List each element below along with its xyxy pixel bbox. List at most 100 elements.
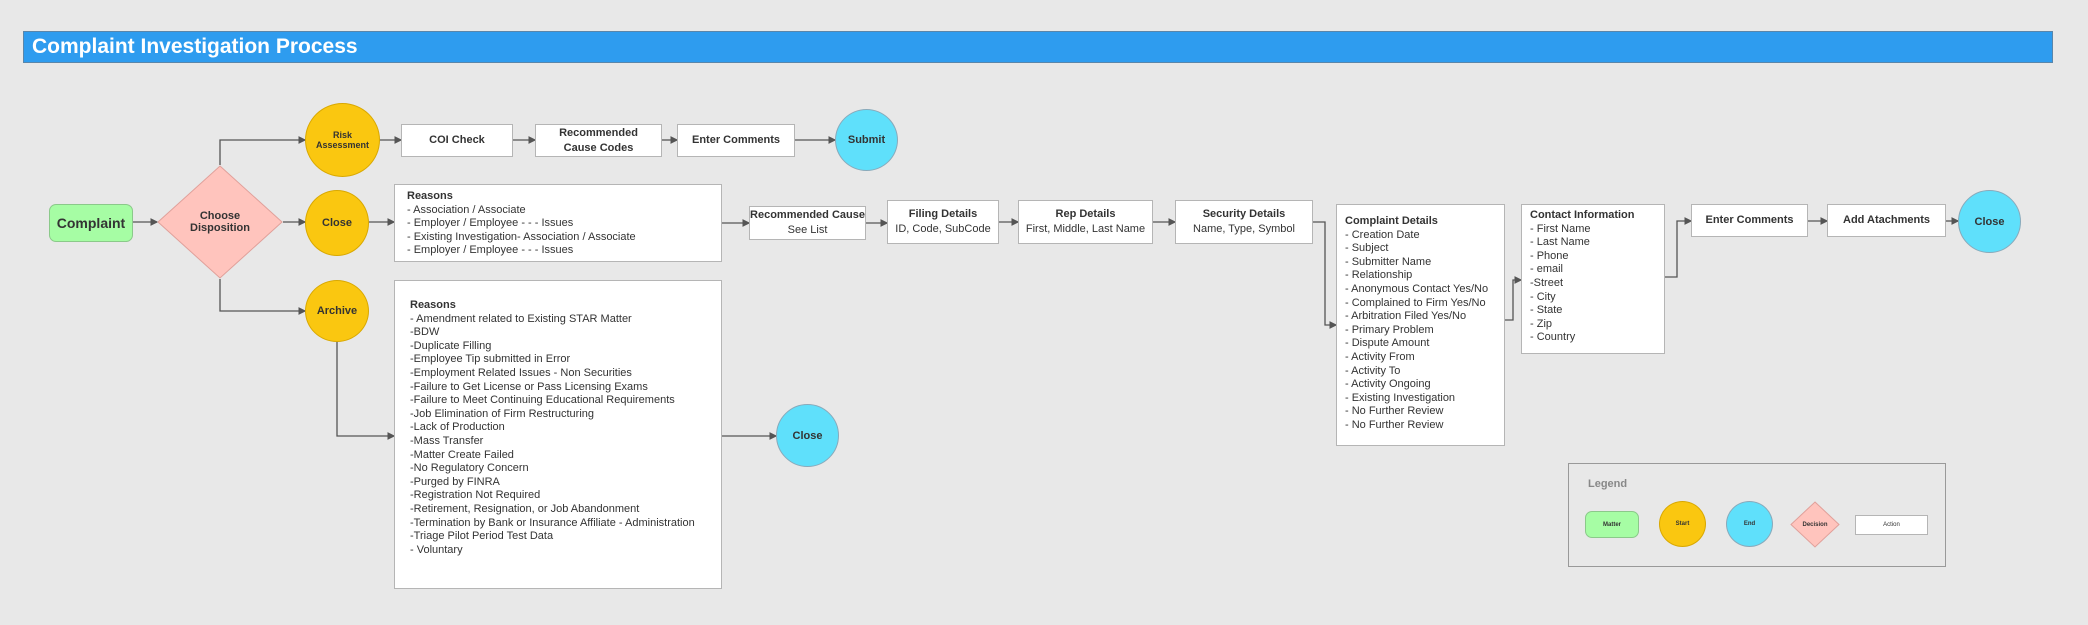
field-item: - Phone (1530, 249, 1569, 262)
reason-item: -No Regulatory Concern (410, 462, 529, 475)
legend-start: Start (1659, 501, 1706, 547)
coi-check-node[interactable]: COI Check (401, 124, 513, 157)
field-item: - Relationship (1345, 269, 1413, 282)
field-item: - Existing Investigation (1345, 391, 1456, 404)
node-subtitle: See List (787, 224, 828, 236)
reason-item: -Purged by FINRA (410, 475, 500, 488)
reasons-title: Reasons (407, 190, 453, 202)
complaint-details-box: Complaint Details - Creation Date - Subj… (1336, 204, 1505, 446)
close-reasons-box: Reasons - Association / Associate - Empl… (394, 184, 722, 262)
reason-item: -Employee Tip submitted in Error (410, 353, 571, 366)
reason-item: -Lack of Production (410, 421, 505, 434)
add-attachments-node[interactable]: Add Atachments (1827, 204, 1946, 237)
box-title: Contact Information (1530, 209, 1635, 221)
node-label: Enter Comments (1705, 214, 1794, 227)
node-subtitle: Name, Type, Symbol (1193, 223, 1295, 235)
field-item: - First Name (1530, 222, 1591, 235)
field-item: - Zip (1530, 317, 1552, 330)
contact-information-box: Contact Information - First Name - Last … (1521, 204, 1665, 354)
legend-title: Legend (1588, 478, 1628, 490)
legend-decision-label: Decision (1802, 521, 1828, 528)
close-start-node[interactable]: Close (305, 190, 369, 256)
enter-comments-node[interactable]: Enter Comments (677, 124, 795, 157)
field-item: - Country (1530, 331, 1576, 344)
box-title: Complaint Details (1345, 215, 1438, 227)
legend-decision: Decision (1790, 501, 1840, 548)
node-title: Filing Details (908, 208, 978, 221)
reason-item: - Voluntary (410, 543, 463, 556)
connector (336, 342, 396, 440)
reason-item: -Registration Not Required (410, 489, 541, 502)
reason-item: -Termination by Bank or Insurance Affili… (410, 516, 695, 529)
node-title: Security Details (1202, 208, 1286, 221)
field-item: - Arbitration Filed Yes/No (1345, 310, 1467, 323)
node-title: Recommended Cause (750, 209, 865, 222)
archive-node[interactable]: Archive (305, 280, 369, 342)
reason-item: -Failure to Get License or Pass Licensin… (410, 380, 648, 393)
node-title: Rep Details (1055, 208, 1116, 221)
reason-item: -Triage Pilot Period Test Data (410, 530, 554, 543)
reason-item: -Mass Transfer (410, 434, 484, 447)
node-label: COI Check (429, 134, 485, 147)
field-item: - No Further Review (1345, 418, 1444, 431)
reason-item: -Retirement, Resignation, or Job Abandon… (410, 502, 640, 515)
node-subtitle: ID, Code, SubCode (895, 223, 991, 235)
legend-matter: Matter (1585, 511, 1639, 538)
field-item: - Complained to Firm Yes/No (1345, 296, 1486, 309)
field-item: - Anonymous Contact Yes/No (1345, 282, 1489, 295)
risk-assessment-node[interactable]: Risk Assessment (305, 103, 380, 177)
reason-item: -Job Elimination of Firm Restructuring (410, 407, 595, 420)
field-item: - No Further Review (1345, 405, 1444, 418)
field-item: - Activity Ongoing (1345, 378, 1431, 391)
decision-label: Choose Disposition (190, 210, 250, 234)
field-item: - State (1530, 304, 1563, 317)
complaint-node[interactable]: Complaint (49, 204, 133, 242)
legend-end: End (1726, 501, 1773, 547)
close-archive-end-node[interactable]: Close (776, 404, 839, 467)
field-item: - Last Name (1530, 236, 1590, 249)
reason-item: - Association / Associate (407, 203, 526, 216)
node-subtitle: First, Middle, Last Name (1025, 223, 1146, 235)
field-item: - email (1530, 263, 1564, 276)
submit-node[interactable]: Submit (835, 109, 898, 171)
enter-comments-2-node[interactable]: Enter Comments (1691, 204, 1808, 237)
recommended-cause-codes-node[interactable]: Recommended Cause Codes (535, 124, 662, 157)
archive-reasons-box: Reasons - Amendment related to Existing … (394, 280, 722, 589)
reason-item: - Employer / Employee - - - Issues (407, 244, 574, 257)
node-label: Recommended Cause Codes (559, 126, 638, 154)
reasons-title: Reasons (410, 299, 456, 311)
reason-item: - Existing Investigation- Association / … (407, 230, 636, 243)
page-title: Complaint Investigation Process (23, 31, 2053, 63)
field-item: - City (1530, 290, 1556, 303)
legend: Legend Matter Start End Decision Action (1568, 463, 1946, 567)
connector (219, 136, 307, 165)
node-label: Enter Comments (691, 134, 781, 147)
reason-item: -Matter Create Failed (410, 448, 514, 461)
node-label: Add Atachments (1843, 214, 1930, 227)
field-item: - Submitter Name (1345, 255, 1432, 268)
reason-item: - Employer / Employee - - - Issues (407, 217, 574, 230)
field-item: - Dispute Amount (1345, 337, 1430, 350)
close-end-node[interactable]: Close (1958, 190, 2021, 253)
field-item: -Street (1530, 276, 1564, 289)
field-item: - Primary Problem (1345, 323, 1434, 336)
reason-item: -Duplicate Filling (410, 339, 492, 352)
reason-item: -BDW (410, 326, 440, 339)
reason-item: -Failure to Meet Continuing Educational … (410, 394, 675, 407)
connector (1313, 221, 1338, 329)
field-item: - Subject (1345, 242, 1389, 255)
reason-item: - Amendment related to Existing STAR Mat… (410, 312, 632, 325)
field-item: - Activity From (1345, 350, 1415, 363)
choose-disposition-decision[interactable]: Choose Disposition (157, 165, 283, 279)
legend-action: Action (1855, 515, 1928, 535)
field-item: - Activity To (1345, 364, 1401, 377)
field-item: - Creation Date (1345, 228, 1420, 241)
connector (1505, 276, 1523, 321)
reason-item: -Employment Related Issues - Non Securit… (410, 366, 632, 379)
